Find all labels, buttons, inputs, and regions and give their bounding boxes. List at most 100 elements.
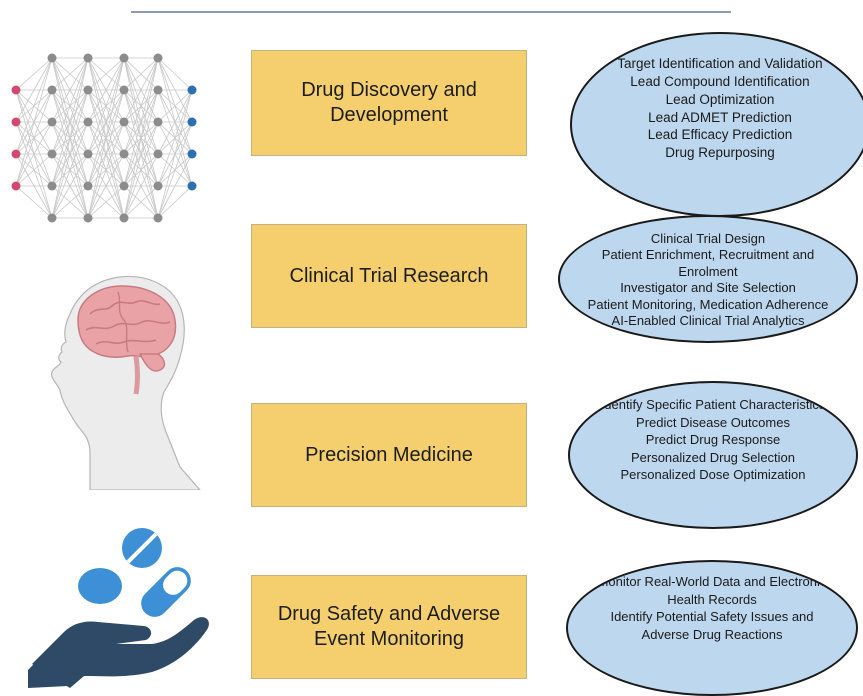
application-item: Personalized Dose Optimization xyxy=(620,467,806,483)
application-item: Predict Disease Outcomes xyxy=(636,414,790,430)
network-edge xyxy=(157,121,193,219)
network-node xyxy=(153,53,163,63)
network-edge xyxy=(123,57,159,123)
application-item: Clinical Trial Design xyxy=(650,230,766,246)
application-item: Lead Efficacy Prediction xyxy=(647,127,793,143)
network-edge xyxy=(157,89,193,219)
network-edge xyxy=(15,57,53,187)
network-node xyxy=(187,181,197,191)
application-item: AI-Enabled Clinical Trial Analytics xyxy=(611,313,805,328)
network-edge xyxy=(15,57,53,123)
application-item: Lead ADMET Prediction xyxy=(648,109,792,125)
network-edge xyxy=(51,89,89,219)
network-edge xyxy=(123,57,159,91)
network-edge xyxy=(87,57,125,219)
network-edge xyxy=(51,121,89,219)
category-box-precision-medicine: Precision Medicine xyxy=(251,403,527,507)
network-node xyxy=(83,85,93,95)
network-node xyxy=(11,181,21,191)
network-node xyxy=(11,117,21,127)
network-node xyxy=(119,181,129,191)
application-item: Investigator and Site Selection xyxy=(620,280,796,295)
network-edge xyxy=(157,185,193,219)
category-label-line: Clinical Trial Research xyxy=(289,264,489,287)
network-edge xyxy=(15,89,53,187)
network-edge xyxy=(123,153,159,219)
network-edge xyxy=(123,57,159,219)
application-item: Lead Compound Identification xyxy=(630,73,810,89)
application-item: Enrolment xyxy=(678,263,738,279)
category-label-line: Drug Discovery and xyxy=(301,79,477,101)
network-node xyxy=(187,85,197,95)
human-head-profile-icon xyxy=(51,275,201,490)
network-node xyxy=(119,213,129,223)
hand-holding-pills-icon xyxy=(28,528,209,688)
network-node xyxy=(83,181,93,191)
category-box-drug-safety: Drug Safety and Adverse Event Monitoring xyxy=(251,575,527,679)
network-node xyxy=(187,117,197,127)
network-edge xyxy=(123,185,159,219)
network-node xyxy=(47,213,57,223)
application-item: Identify Specific Patient Characteristic… xyxy=(600,397,826,413)
network-edge xyxy=(15,185,53,219)
tablet-icon xyxy=(122,528,162,568)
network-node xyxy=(187,149,197,159)
category-label-line: Development xyxy=(330,104,448,126)
network-node xyxy=(83,53,93,63)
application-item: Personalized Drug Selection xyxy=(630,449,796,465)
applications-ellipse-precision-medicine: Identify Specific Patient Characteristic… xyxy=(568,381,858,529)
network-node xyxy=(83,149,93,159)
network-node xyxy=(47,181,57,191)
network-edge xyxy=(87,185,125,219)
network-edge xyxy=(123,57,159,155)
application-item: Health Records xyxy=(667,591,757,607)
top-divider-line xyxy=(131,11,731,13)
network-edge xyxy=(51,153,89,219)
network-node xyxy=(47,149,57,159)
network-edge xyxy=(157,89,193,123)
neural-network-icon xyxy=(11,53,197,223)
network-edge xyxy=(157,89,193,155)
network-edge xyxy=(87,89,125,219)
application-item: Lead Optimization xyxy=(665,91,775,107)
category-label-line: Drug Safety and Adverse xyxy=(277,603,501,625)
network-node xyxy=(153,85,163,95)
network-node xyxy=(153,213,163,223)
network-node xyxy=(83,213,93,223)
network-edge xyxy=(123,89,159,219)
applications-ellipse-clinical-trial: Clinical Trial Design Patient Enrichment… xyxy=(558,215,858,343)
network-edge xyxy=(51,57,89,187)
network-node xyxy=(47,85,57,95)
network-edge xyxy=(87,57,125,123)
network-edge xyxy=(157,57,193,91)
application-item: Patient Monitoring, Medication Adherence xyxy=(587,296,829,312)
network-edge xyxy=(157,153,193,219)
network-node xyxy=(83,117,93,127)
network-node xyxy=(119,117,129,127)
network-node xyxy=(11,149,21,159)
application-item: Target Identification and Validation xyxy=(617,56,823,72)
applications-ellipse-drug-discovery: Target Identification and Validation Lea… xyxy=(570,32,863,217)
network-node xyxy=(119,53,129,63)
network-node xyxy=(153,149,163,159)
network-node xyxy=(119,85,129,95)
application-item: Drug Repurposing xyxy=(665,145,775,161)
application-item: Patient Enrichment, Recruitment and xyxy=(601,247,815,262)
category-label-line: Precision Medicine xyxy=(305,443,473,466)
network-edge xyxy=(157,89,193,187)
network-node xyxy=(11,85,21,95)
network-edge xyxy=(51,57,89,91)
network-edge xyxy=(123,57,159,187)
network-edge xyxy=(15,121,53,187)
network-node xyxy=(47,117,57,127)
network-edge xyxy=(51,185,89,219)
network-edge xyxy=(15,57,53,155)
network-edge xyxy=(87,57,125,91)
network-edge xyxy=(87,153,125,219)
application-item: Identify Potential Safety Issues and xyxy=(610,609,814,624)
network-edge xyxy=(87,121,125,219)
network-edge xyxy=(51,57,89,219)
application-item: Predict Drug Response xyxy=(645,432,781,448)
network-node xyxy=(153,117,163,127)
network-node xyxy=(47,53,57,63)
